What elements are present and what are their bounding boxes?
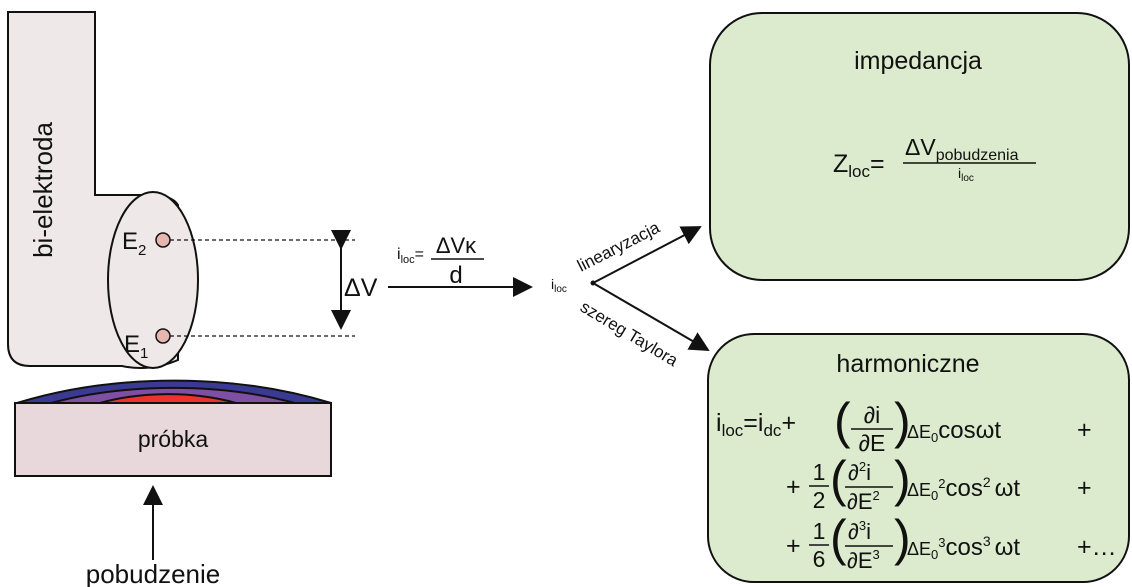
bi-electrode-label: bi-elektroda [28,122,58,258]
harmonic-line1-dnum: ∂i [864,402,880,428]
harmonic-line3-dnum: ∂3i [848,518,871,544]
inner-layer [99,393,237,404]
harmonic-line1-rparen: ) [894,393,911,449]
impedance-title: impedancja [854,47,982,75]
harmonic-line2-fnum: 1 [813,459,826,485]
lower-branch-arrow [592,282,710,352]
e2-label: E2 [122,228,146,259]
sample-block [14,402,332,477]
harmonic-line3-rparen: ) [894,510,911,566]
delta-v-label: ΔV [344,274,378,302]
impedance-lhs: Zloc= [833,150,885,181]
harmonic-line2-rparen: ) [894,451,911,507]
harmonic-line1-rhs: ΔE0cosωt [907,417,1001,445]
harmonic-line2-dnum: ∂2i [848,459,871,485]
e1-point [155,328,171,344]
harmonic-line2-lparen: ( [830,451,847,507]
iloc-formula-denominator: d [449,262,462,289]
impedance-denominator: iloc [958,165,974,184]
iloc-formula-lhs: iloc= [397,246,424,266]
lower-branch-label: szereg Taylora [577,297,682,370]
sample-label: próbka [138,426,209,452]
harmonic-box [707,333,1130,583]
harmonic-line2-tail: + [1077,474,1092,502]
harmonic-line3-tail: +… [1077,533,1117,561]
e2-point [155,232,171,248]
e1-label: E1 [124,331,148,362]
harmonic-line3-dden: ∂E3 [847,547,880,573]
harmonic-line3-fden: 6 [813,546,826,572]
harmonic-line1-tail: + [1077,416,1092,444]
upper-branch-label: linearyzacja [574,218,663,276]
harmonic-title: harmoniczne [836,350,979,378]
upper-branch-arrow [592,226,702,284]
impedance-numerator: ΔVpobudzenia [905,134,1019,164]
bi-electrode-tip [107,191,199,369]
harmonic-line3-lparen: ( [830,510,847,566]
harmonic-line3-lead: + [786,532,801,560]
excitation-label: pobudzenie [86,559,220,587]
harmonic-line1-lparen: ( [834,393,851,449]
branch-node-label: iloc [551,276,567,295]
harmonic-line2-fden: 2 [813,487,826,513]
harmonic-line3-fnum: 1 [813,518,826,544]
harmonic-line1-dden: ∂E [859,430,886,456]
harmonic-line2-lead: + [786,473,801,501]
harmonic-line1-lhs: iloc=idc+ [716,409,796,440]
impedance-box [709,12,1130,281]
iloc-formula-numerator: ΔVκ [436,233,477,258]
harmonic-line2-dden: ∂E2 [847,488,880,514]
